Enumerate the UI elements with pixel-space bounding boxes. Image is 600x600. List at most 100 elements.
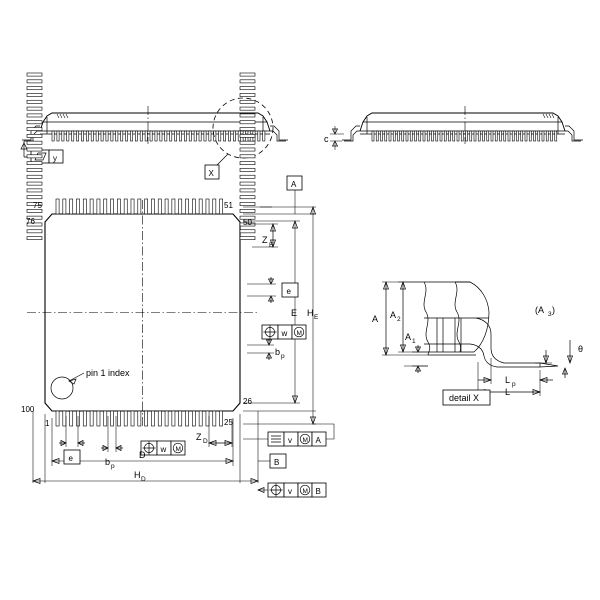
lead-front <box>100 130 104 142</box>
lead-right-view <box>375 130 379 142</box>
modifier-m-right: M <box>297 330 302 337</box>
lead-front <box>81 130 84 142</box>
lead-right-view <box>490 130 494 142</box>
lead-right <box>239 113 256 118</box>
lead-front <box>61 130 65 142</box>
lead-top <box>178 198 183 215</box>
lead-right-view <box>401 130 405 142</box>
lead-right-view <box>414 130 417 142</box>
pin-number-25: 25 <box>224 418 233 427</box>
lead-top <box>219 198 223 215</box>
lead-left <box>26 161 43 166</box>
lead-left <box>26 188 43 193</box>
lead-right <box>239 120 256 125</box>
svg-text:H: H <box>307 308 314 318</box>
lead-right <box>239 229 256 234</box>
dim-c-label: c <box>324 134 329 144</box>
lead-top <box>89 198 94 215</box>
detail-x-caption: detail X <box>449 393 479 403</box>
lead-front <box>135 130 138 142</box>
lead-right-view <box>465 130 468 142</box>
lead-front <box>120 130 124 142</box>
svg-text:b: b <box>275 347 280 357</box>
lead-front <box>169 130 173 142</box>
lead-top <box>185 198 189 215</box>
lead-right-view <box>524 130 528 142</box>
lead-left <box>26 209 43 213</box>
lead-right-view <box>511 130 515 142</box>
dim-A1-label: A 1 <box>405 332 416 345</box>
lead-right-view <box>460 130 464 142</box>
lead-right-view <box>405 130 409 142</box>
lead-bottom <box>144 410 149 427</box>
lead-front <box>179 130 182 142</box>
lead-left <box>26 215 43 220</box>
lead-right-view <box>507 130 511 142</box>
dim-A3-label: (A 3 ) <box>535 305 555 318</box>
dim-D-label: D <box>139 450 146 460</box>
lead-top <box>157 198 162 215</box>
lead-bottom <box>164 410 169 427</box>
lead-front <box>198 130 202 142</box>
lead-bottom <box>198 410 203 427</box>
lead-left <box>26 106 43 111</box>
lead-bottom <box>130 410 135 427</box>
svg-text:A: A <box>390 310 396 320</box>
lead-right-view <box>448 130 451 142</box>
lead-right-view <box>456 130 460 142</box>
lead-right <box>239 86 256 91</box>
lead-right-view <box>494 130 498 142</box>
lead-right <box>239 99 256 104</box>
lead-right-view <box>452 130 456 142</box>
svg-text:1: 1 <box>412 338 416 345</box>
lead-front <box>228 130 231 142</box>
lead-front <box>154 130 158 142</box>
lead-front <box>110 130 114 142</box>
datum-A-box-top <box>286 175 303 191</box>
pin-number-50: 50 <box>243 218 252 227</box>
lead-front <box>90 130 94 142</box>
lead-left <box>26 86 43 91</box>
svg-text:Z: Z <box>196 432 202 442</box>
lead-bottom <box>192 410 196 427</box>
lead-right <box>239 202 256 206</box>
lead-left <box>26 113 43 118</box>
lead-bottom <box>82 410 87 427</box>
lead-left <box>26 236 43 240</box>
datum-A-label-frame: A <box>316 436 322 445</box>
lead-right-view <box>418 130 422 142</box>
svg-text:D: D <box>141 476 146 483</box>
svg-text:E: E <box>314 314 319 321</box>
dim-L-label: L <box>505 387 510 397</box>
modifier-m-a: M <box>303 437 308 444</box>
tol-v-label-b: v <box>288 487 292 496</box>
lead-top <box>117 198 121 215</box>
dim-HD-label: H D <box>134 470 146 483</box>
lead-right-view <box>482 130 485 142</box>
lead-right-view <box>537 130 541 142</box>
pin-number-1: 1 <box>45 419 50 428</box>
svg-text:A: A <box>405 332 411 342</box>
lead-right-view <box>520 130 524 142</box>
lead-front <box>139 130 143 142</box>
lead-front <box>115 130 119 142</box>
lead-front <box>76 130 80 142</box>
lead-right <box>239 215 256 220</box>
lead-right <box>239 222 256 227</box>
lead-right-view <box>477 130 481 142</box>
lead-right <box>239 127 256 131</box>
dim-bp-label-bottom: b p <box>105 457 115 470</box>
lead-right <box>239 140 256 145</box>
lead-right <box>239 195 256 200</box>
gdt-symmetry-v-a <box>243 423 335 447</box>
dim-theta-label: θ <box>578 344 583 354</box>
pin-number-26: 26 <box>243 397 252 406</box>
svg-text:(A: (A <box>535 305 544 315</box>
lead-front <box>233 130 236 142</box>
lead-right-view <box>380 130 383 142</box>
lead-right-view <box>533 130 536 142</box>
lead-front <box>218 130 222 142</box>
lead-top <box>151 198 155 215</box>
lead-bottom <box>219 410 223 427</box>
lead-right-view <box>443 130 447 142</box>
